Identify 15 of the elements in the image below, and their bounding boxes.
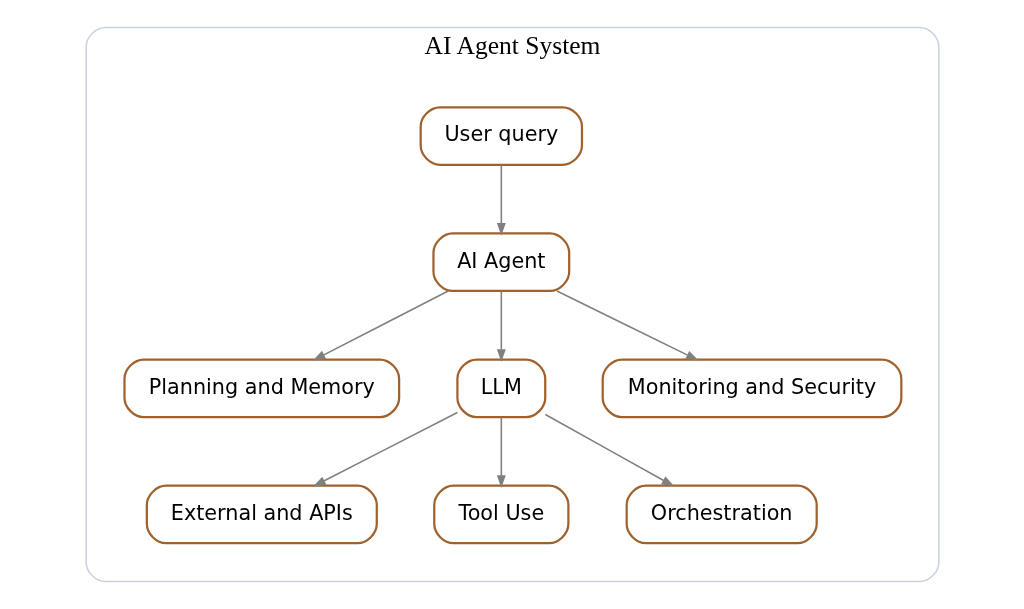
arrow bbox=[312, 290, 449, 361]
node-box: External and APIs bbox=[145, 484, 378, 545]
node-box: Planning and Memory bbox=[122, 358, 400, 419]
arrow bbox=[496, 290, 506, 362]
arrow bbox=[496, 164, 506, 236]
node-box: AI Agent bbox=[431, 232, 570, 293]
node-box: Tool Use bbox=[432, 484, 569, 545]
arrow bbox=[544, 413, 674, 487]
node-box: Orchestration bbox=[625, 484, 818, 545]
arrow bbox=[496, 416, 506, 489]
node-box: Monitoring and Security bbox=[601, 358, 902, 419]
arrow bbox=[555, 290, 699, 361]
arrow bbox=[312, 411, 458, 487]
node-box: User query bbox=[419, 106, 583, 166]
node-box: LLM bbox=[455, 358, 546, 419]
